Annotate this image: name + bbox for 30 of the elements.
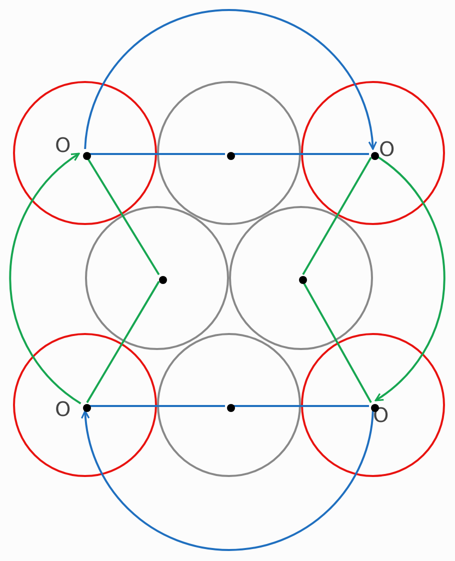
line-segment [233, 153, 369, 155]
circle [229, 206, 373, 350]
line-segment [89, 153, 225, 155]
point-dot [227, 152, 235, 160]
circle [157, 333, 301, 477]
curved-arrow [84, 9, 377, 150]
circle [301, 81, 445, 225]
circle [301, 333, 445, 477]
point-dot [227, 404, 235, 412]
circle [157, 81, 301, 225]
line-segment [86, 280, 160, 404]
curved-arrow [9, 152, 82, 404]
point-dot [83, 404, 91, 412]
circle [85, 206, 229, 350]
point-label: O [55, 135, 71, 155]
line-segment [302, 281, 372, 403]
circle [13, 333, 157, 477]
point-dot [299, 276, 307, 284]
point-dot [159, 276, 167, 284]
curved-arrow [374, 156, 446, 402]
line-segment [86, 156, 160, 276]
point-label: O [55, 399, 71, 419]
line-segment [302, 156, 372, 276]
curved-arrow [81, 410, 374, 551]
point-dot [83, 152, 91, 160]
line-segment [233, 405, 369, 407]
circle [13, 81, 157, 225]
line-segment [89, 405, 225, 407]
point-label: O [379, 139, 395, 159]
point-dot [371, 152, 379, 160]
